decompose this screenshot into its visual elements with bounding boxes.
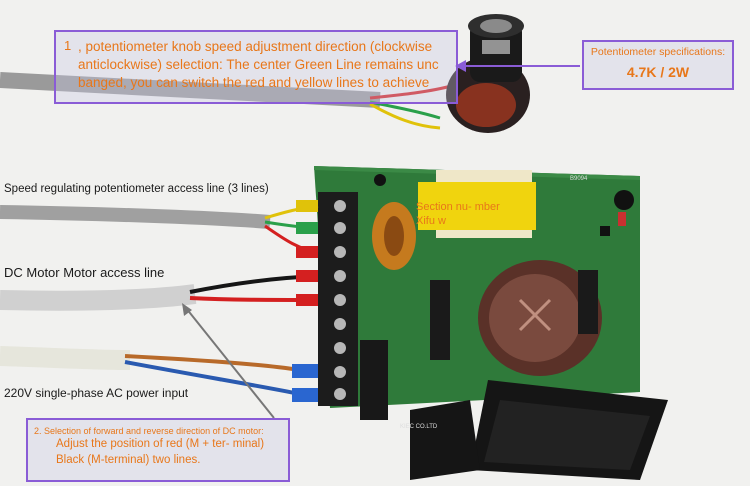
- callout-specs: Potentiometer specifications: 4.7K / 2W: [582, 40, 734, 90]
- lug-red-motor-b: [296, 294, 318, 306]
- motor-direction-label: 2. Selection of forward and reverse dire…: [34, 426, 264, 436]
- inductor-coil: [372, 202, 416, 270]
- heatsink-small: [410, 400, 480, 480]
- heatsink-large: [470, 380, 668, 480]
- transformer: [418, 170, 536, 238]
- lug-blue-b: [292, 388, 318, 402]
- electrolytic-capacitor: [478, 260, 602, 376]
- trim-pot: [374, 174, 386, 186]
- motor-line-label: DC Motor Motor access line: [4, 265, 165, 280]
- callout-direction-text: , potentiometer knob speed adjustment di…: [78, 39, 439, 90]
- potentiometer: [446, 14, 530, 133]
- callout-motor-direction: 2. Selection of forward and reverse dire…: [26, 418, 290, 482]
- section-number-label: Section nu- mber Xifu w: [416, 201, 500, 227]
- motor-direction-text: Adjust the position of red (M + ter- min…: [56, 438, 265, 466]
- small-capacitor: [614, 190, 634, 210]
- speed-cable: [0, 205, 271, 229]
- ic-chip: [578, 270, 598, 334]
- silk-code: B9094: [570, 176, 588, 182]
- pot-cable-top: [0, 72, 381, 108]
- specs-label: Potentiometer specifications:: [590, 46, 726, 58]
- motor-cable: [0, 284, 197, 311]
- bridge-rectifier: [360, 340, 388, 420]
- lug-green: [296, 222, 318, 234]
- callout-number: 1: [64, 38, 72, 53]
- lug-red-speed: [296, 246, 318, 258]
- power-transistor: [430, 280, 450, 360]
- ac-cable: [0, 346, 131, 370]
- ac-input-label: 220V single-phase AC power input: [4, 386, 189, 400]
- speed-line-label: Speed regulating potentiometer access li…: [4, 183, 269, 195]
- lug-blue-a: [292, 364, 318, 378]
- specs-value: 4.7K / 2W: [626, 64, 690, 80]
- motor-arrow: [185, 307, 275, 419]
- silk-brand: KIEC CO.LTD: [400, 424, 438, 430]
- wire-yellow-top: [369, 102, 441, 130]
- lug-red-motor-a: [296, 270, 318, 282]
- callout-direction: 1 , potentiometer knob speed adjustment …: [54, 30, 458, 104]
- terminal-block: [318, 192, 358, 406]
- lug-yellow: [296, 200, 318, 212]
